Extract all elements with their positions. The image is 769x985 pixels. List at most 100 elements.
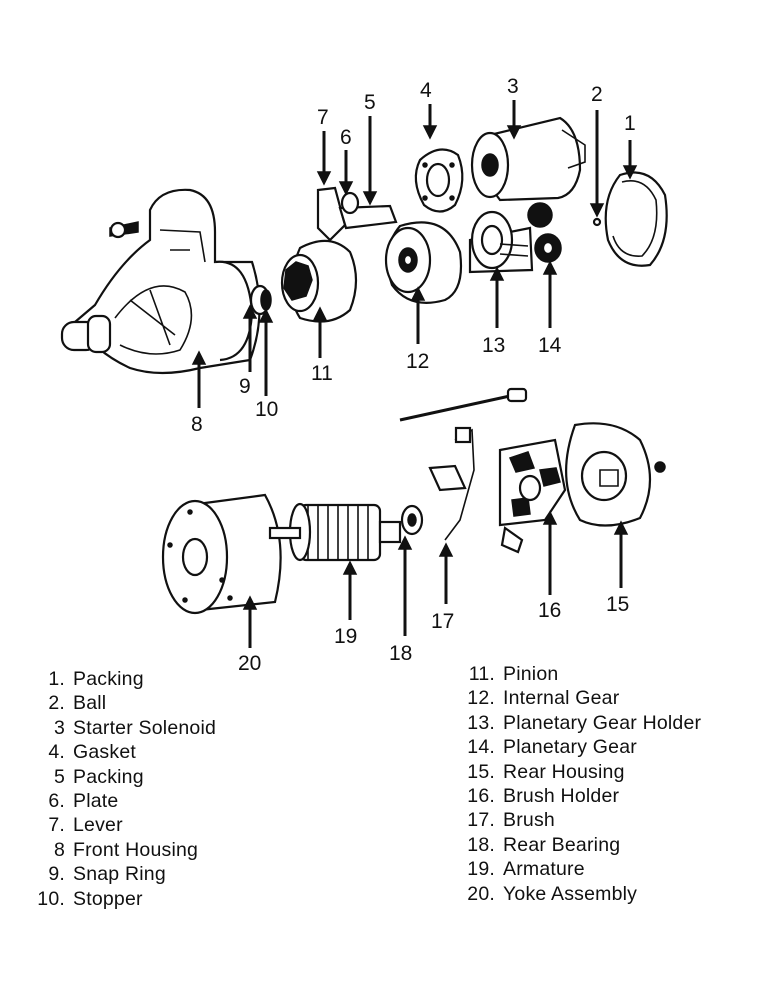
leader-12-head <box>410 286 426 301</box>
legend-number: 16. <box>467 785 495 808</box>
legend-label: Lever <box>73 814 123 837</box>
callout-6: 6 <box>340 126 352 149</box>
exploded-starter-diagram: 1 2 3 4 5 6 7 8 9 10 11 12 13 14 15 16 1… <box>60 75 668 675</box>
legend-label: Front Housing <box>73 838 199 861</box>
callout-1: 1 <box>624 112 636 135</box>
part-starter-solenoid <box>470 116 586 202</box>
leader-17-head <box>438 542 454 557</box>
callout-17: 17 <box>431 610 454 633</box>
legend-label: Plate <box>73 790 119 813</box>
legend-label: Pinion <box>503 663 559 685</box>
leader-8-head <box>191 350 207 365</box>
leader-19-head <box>342 560 358 575</box>
legend-item-20: 20. Yoke Assembly <box>463 882 701 906</box>
part-ball <box>592 217 602 227</box>
legend-number: 2. <box>48 692 65 715</box>
legend-label: Packing <box>73 765 144 788</box>
leader-18-head <box>397 535 413 550</box>
leader-9-head <box>242 304 258 319</box>
legend-label: Rear Housing <box>503 760 625 783</box>
part-gasket <box>414 148 464 213</box>
callout-9: 9 <box>239 375 251 398</box>
part-brush-holder <box>498 438 567 554</box>
part-rear-housing <box>565 422 666 527</box>
callout-3: 3 <box>507 75 519 98</box>
leader-3-head <box>506 125 522 140</box>
legend-item-16: 16. Brush Holder <box>463 784 701 808</box>
legend-label: Packing <box>73 668 144 690</box>
part-rear-bearing <box>400 504 424 536</box>
legend-label: Rear Bearing <box>503 833 621 856</box>
legend-label: Starter Solenoid <box>73 716 217 739</box>
legend-number: 9. <box>48 863 65 886</box>
legend-number: 19. <box>467 858 495 881</box>
legend-number: 8 <box>53 838 65 861</box>
callout-14: 14 <box>538 334 562 357</box>
legend-label: Stopper <box>73 887 143 910</box>
legend-label: Brush Holder <box>503 785 620 808</box>
part-lever-assembly <box>316 186 398 242</box>
leader-7-head <box>316 171 332 186</box>
part-planetary-gear-holder <box>468 210 534 274</box>
legend-item-3: 3 Starter Solenoid <box>33 716 216 740</box>
legend-item-8: 8 Front Housing <box>33 838 216 862</box>
callout-8: 8 <box>191 413 203 436</box>
legend-item-7: 7. Lever <box>33 813 216 837</box>
legend-number: 15. <box>467 760 495 783</box>
legend-item-6: 6.Plate <box>33 789 216 813</box>
callout-19: 19 <box>334 625 357 648</box>
legend-number: 13. <box>467 711 495 734</box>
part-front-housing <box>60 188 261 375</box>
part-through-bolt <box>399 387 528 422</box>
legend-item-13: 13. Planetary Gear Holder <box>463 711 701 735</box>
legend-number: 7. <box>48 814 65 837</box>
legend-item-18: 18. Rear Bearing <box>463 833 701 857</box>
callout-11: 11 <box>311 362 333 385</box>
part-snap-ring-stopper <box>249 284 272 316</box>
callout-15: 15 <box>606 593 629 616</box>
legend-item-15: 15. Rear Housing <box>463 760 701 784</box>
callout-2: 2 <box>591 83 603 106</box>
legend-item-11: 11.Pinion <box>463 662 701 686</box>
leader-arrows <box>191 100 638 648</box>
leader-13-head <box>489 266 505 281</box>
legend-item-14: 14.Planetary Gear <box>463 735 701 759</box>
legend-number: 4. <box>48 741 65 764</box>
leader-16-head <box>542 510 558 525</box>
legend-number: 18. <box>467 833 495 856</box>
legend-item-10: 10. Stopper <box>33 887 216 911</box>
part-internal-gear <box>384 221 463 304</box>
callout-16: 16 <box>538 599 561 622</box>
legend-number: 20. <box>467 882 495 905</box>
leader-2-head <box>589 203 605 218</box>
callout-7: 7 <box>317 106 329 129</box>
legend-label: Snap Ring <box>73 863 166 886</box>
legend-label: Ball <box>73 692 107 715</box>
legend-label: Yoke Assembly <box>503 882 638 905</box>
legend-number: 1. <box>48 668 65 690</box>
callout-18: 18 <box>389 642 412 665</box>
legend-label: Planetary Gear Holder <box>503 711 702 734</box>
leader-6-head <box>338 181 354 196</box>
leader-10-head <box>258 308 274 323</box>
legend-label: Armature <box>503 858 585 881</box>
legend-label: Brush <box>503 809 555 832</box>
legend-label: Internal Gear <box>503 687 620 710</box>
legend-number: 3 <box>53 716 65 739</box>
callout-12: 12 <box>406 350 429 373</box>
legend-right: 11.Pinion 12.Internal Gear 13.Planetary … <box>463 662 701 906</box>
part-yoke-assembly <box>161 493 282 615</box>
callout-5: 5 <box>364 91 376 114</box>
part-packing <box>604 171 668 267</box>
leader-1-head <box>622 165 638 180</box>
legend-number: 10. <box>37 887 65 910</box>
leader-20-head <box>242 595 258 610</box>
leader-11-head <box>312 306 328 321</box>
leader-5-head <box>362 191 378 206</box>
legend-item-19: 19. Armature <box>463 857 701 881</box>
legend-number: 17. <box>467 809 495 832</box>
legend-label: Planetary Gear <box>503 736 637 759</box>
leader-15-head <box>613 520 629 535</box>
